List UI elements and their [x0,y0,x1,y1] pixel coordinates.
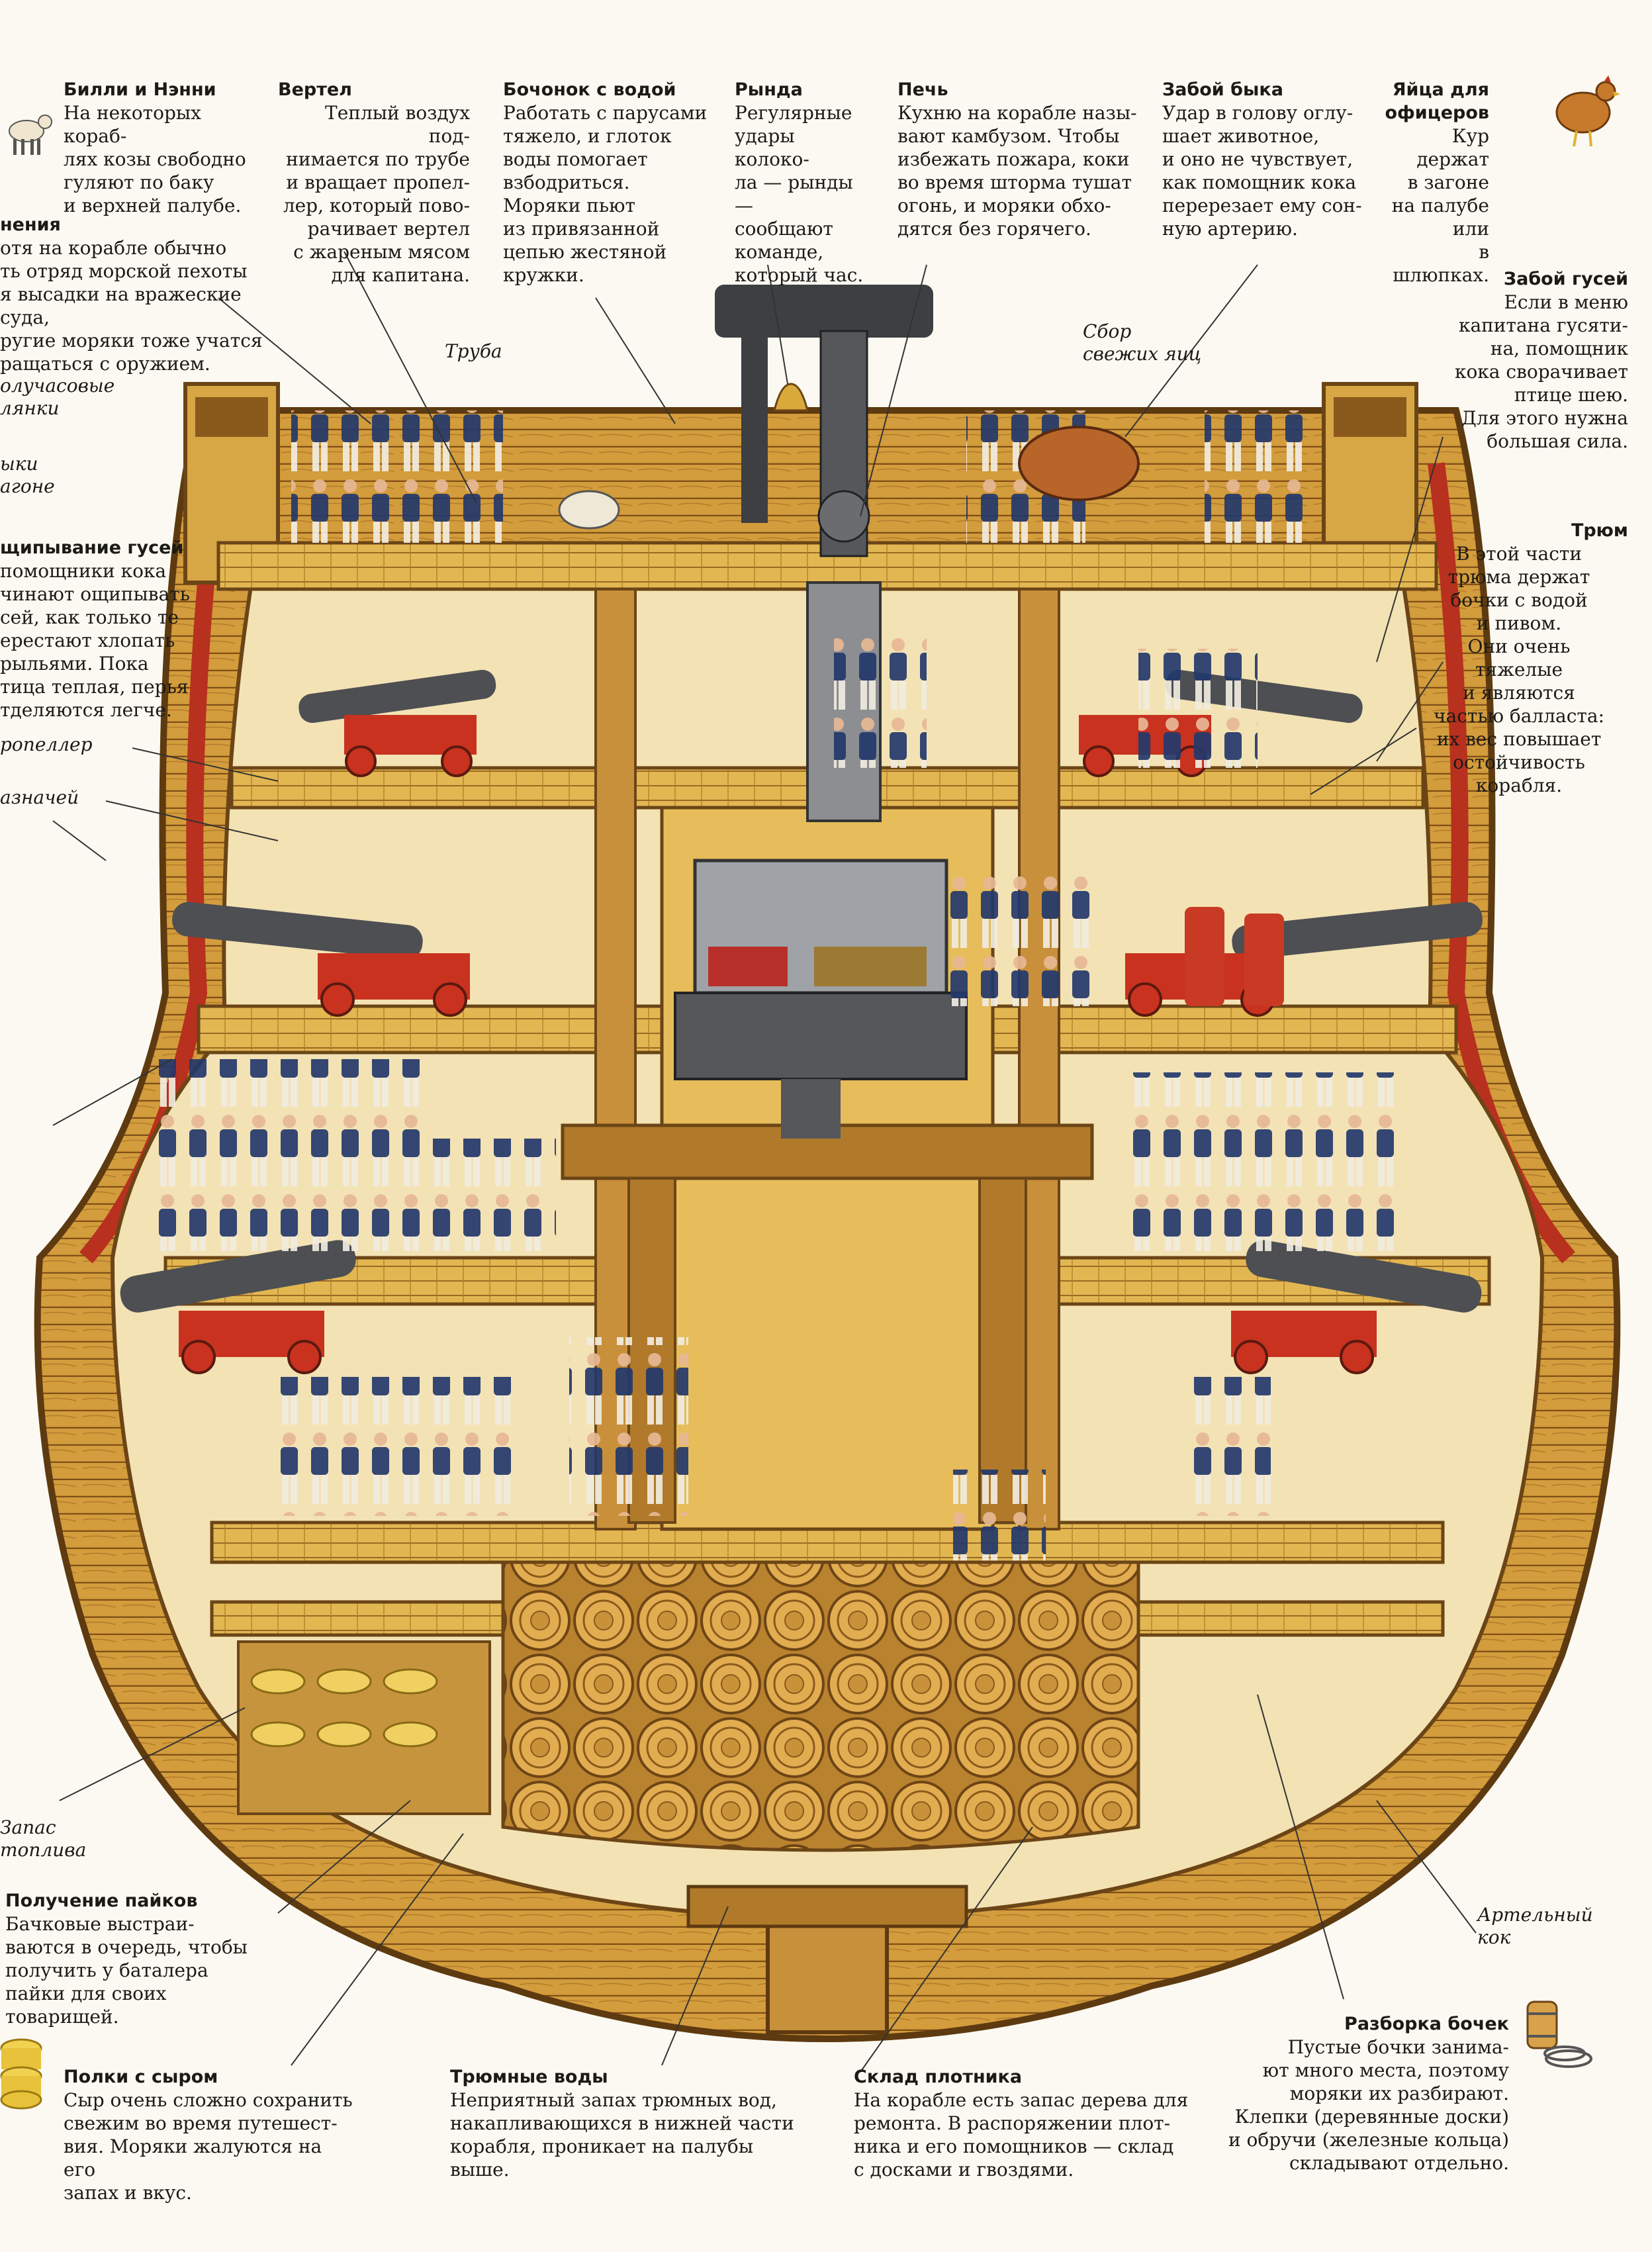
annotation-text: Пустые бочки занима- ют много места, поэ… [1228,2036,1509,2174]
annotation-title: Забой быка [1162,79,1283,100]
annotation-cheese: Полки с сыром Сыр очень сложно сохранить… [64,2065,355,2204]
label-half-hour: олучасовые лянки [0,375,115,419]
label-egg-collect: Сбор свежих яиц [1083,320,1202,365]
cheese-icon [0,2038,42,2110]
annotation-stove: Печь Кухню на корабле назы- вают камбузо… [897,78,1142,240]
annotation-text: В этой части трюма держат бочки с водой … [1433,543,1604,796]
annotation-title: Разборка бочек [1344,2014,1509,2034]
annotation-title: нения [0,214,61,235]
annotation-carpenter: Склад плотника На корабле есть запас дер… [854,2065,1224,2181]
annotation-title: Трюм [1571,520,1628,541]
crew [159,410,1403,1602]
annotation-text: помощники кока чинают ощипывать сей, как… [0,560,190,721]
annotation-text: Работать с парусами тяжело, и глоток вод… [503,102,708,286]
annotation-title: Печь [897,79,948,100]
annotation-text: Кур держат в загоне на палубе или в шлюп… [1391,125,1489,286]
hen-icon [1555,75,1620,147]
annotation-plucking: щипывание гусей помощники кока чинают ощ… [0,536,199,722]
annotation-ox: Забой быка Удар в голову оглу- шает живо… [1162,78,1381,240]
annotation-bilge: Трюмные воды Неприятный запах трюмных во… [450,2065,821,2181]
annotation-title: Забой гусей [1503,269,1628,289]
annotation-water-cask: Бочонок с водой Работать с парусами тяже… [503,78,708,287]
label-pens: ыки агоне [0,453,55,497]
annotation-title: Получение пайков [5,1891,198,1911]
annotation-text: отя на корабле обычно ть отряд морской п… [0,237,263,375]
annotation-title: Вертел [278,79,352,100]
annotation-title: щипывание гусей [0,538,184,558]
goat-icon [9,115,52,155]
annotation-title: Трюмные воды [450,2067,608,2087]
hold-barrels [501,1560,1140,1852]
label-propeller: ропеллер [0,733,93,755]
annotation-hold: Трюм В этой части трюма держат бочки с в… [1410,519,1628,797]
label-fuel: Запас топлива [0,1816,87,1861]
label-pipe: Труба [445,340,502,362]
annotation-title: Рында [735,79,803,100]
annotation-barrels: Разборка бочек Пустые бочки занима- ют м… [1211,2012,1509,2175]
annotation-bell: Рында Регулярные удары колоко- ла — рынд… [735,78,867,287]
annotation-title: Билли и Нэнни [64,79,216,100]
annotation-text: Неприятный запах трюмных вод, накапливаю… [450,2089,794,2181]
annotation-billy-nanny: Билли и Нэнни На некоторых кораб- лях ко… [64,78,262,217]
annotation-title: Склад плотника [854,2067,1023,2087]
annotation-spit: Вертел Теплый воздух под- нимается по тр… [278,78,470,287]
annotation-text: Регулярные удары колоко- ла — рынды — со… [735,102,864,286]
annotation-text: Теплый воздух под- нимается по трубе и в… [283,102,470,286]
barrel-hoops-icon [1526,2000,1592,2068]
annotation-text: На корабле есть запас дерева для ремонта… [854,2089,1189,2181]
annotation-text: Удар в голову оглу- шает животное, и оно… [1162,102,1362,240]
annotation-text: Кухню на корабле назы- вают камбузом. Чт… [897,102,1137,240]
annotation-rations: Получение пайков Бачковые выстраи- ваютс… [5,1889,283,2028]
annotation-title: Яйца для офицеров [1385,79,1489,123]
label-purser: азначей [0,786,79,808]
annotation-text: Сыр очень сложно сохранить свежим во вре… [64,2089,353,2204]
annotation-title: Полки с сыром [64,2067,218,2087]
annotation-eggs: Яйца для офицеров Кур держат в загоне на… [1377,78,1489,287]
annotation-text: На некоторых кораб- лях козы свободно гу… [64,102,246,216]
annotation-text: Если в меню капитана гусяти- на, помощни… [1454,291,1628,452]
annotation-title: Бочонок с водой [503,79,676,100]
annotation-geese-kill: Забой гусей Если в меню капитана гусяти-… [1410,267,1628,453]
label-mess-cook: Артельный кок [1477,1904,1593,1948]
annotation-text: Бачковые выстраи- ваются в очередь, чтоб… [5,1913,248,2028]
annotation-exercise: нения отя на корабле обычно ть отряд мор… [0,213,291,375]
